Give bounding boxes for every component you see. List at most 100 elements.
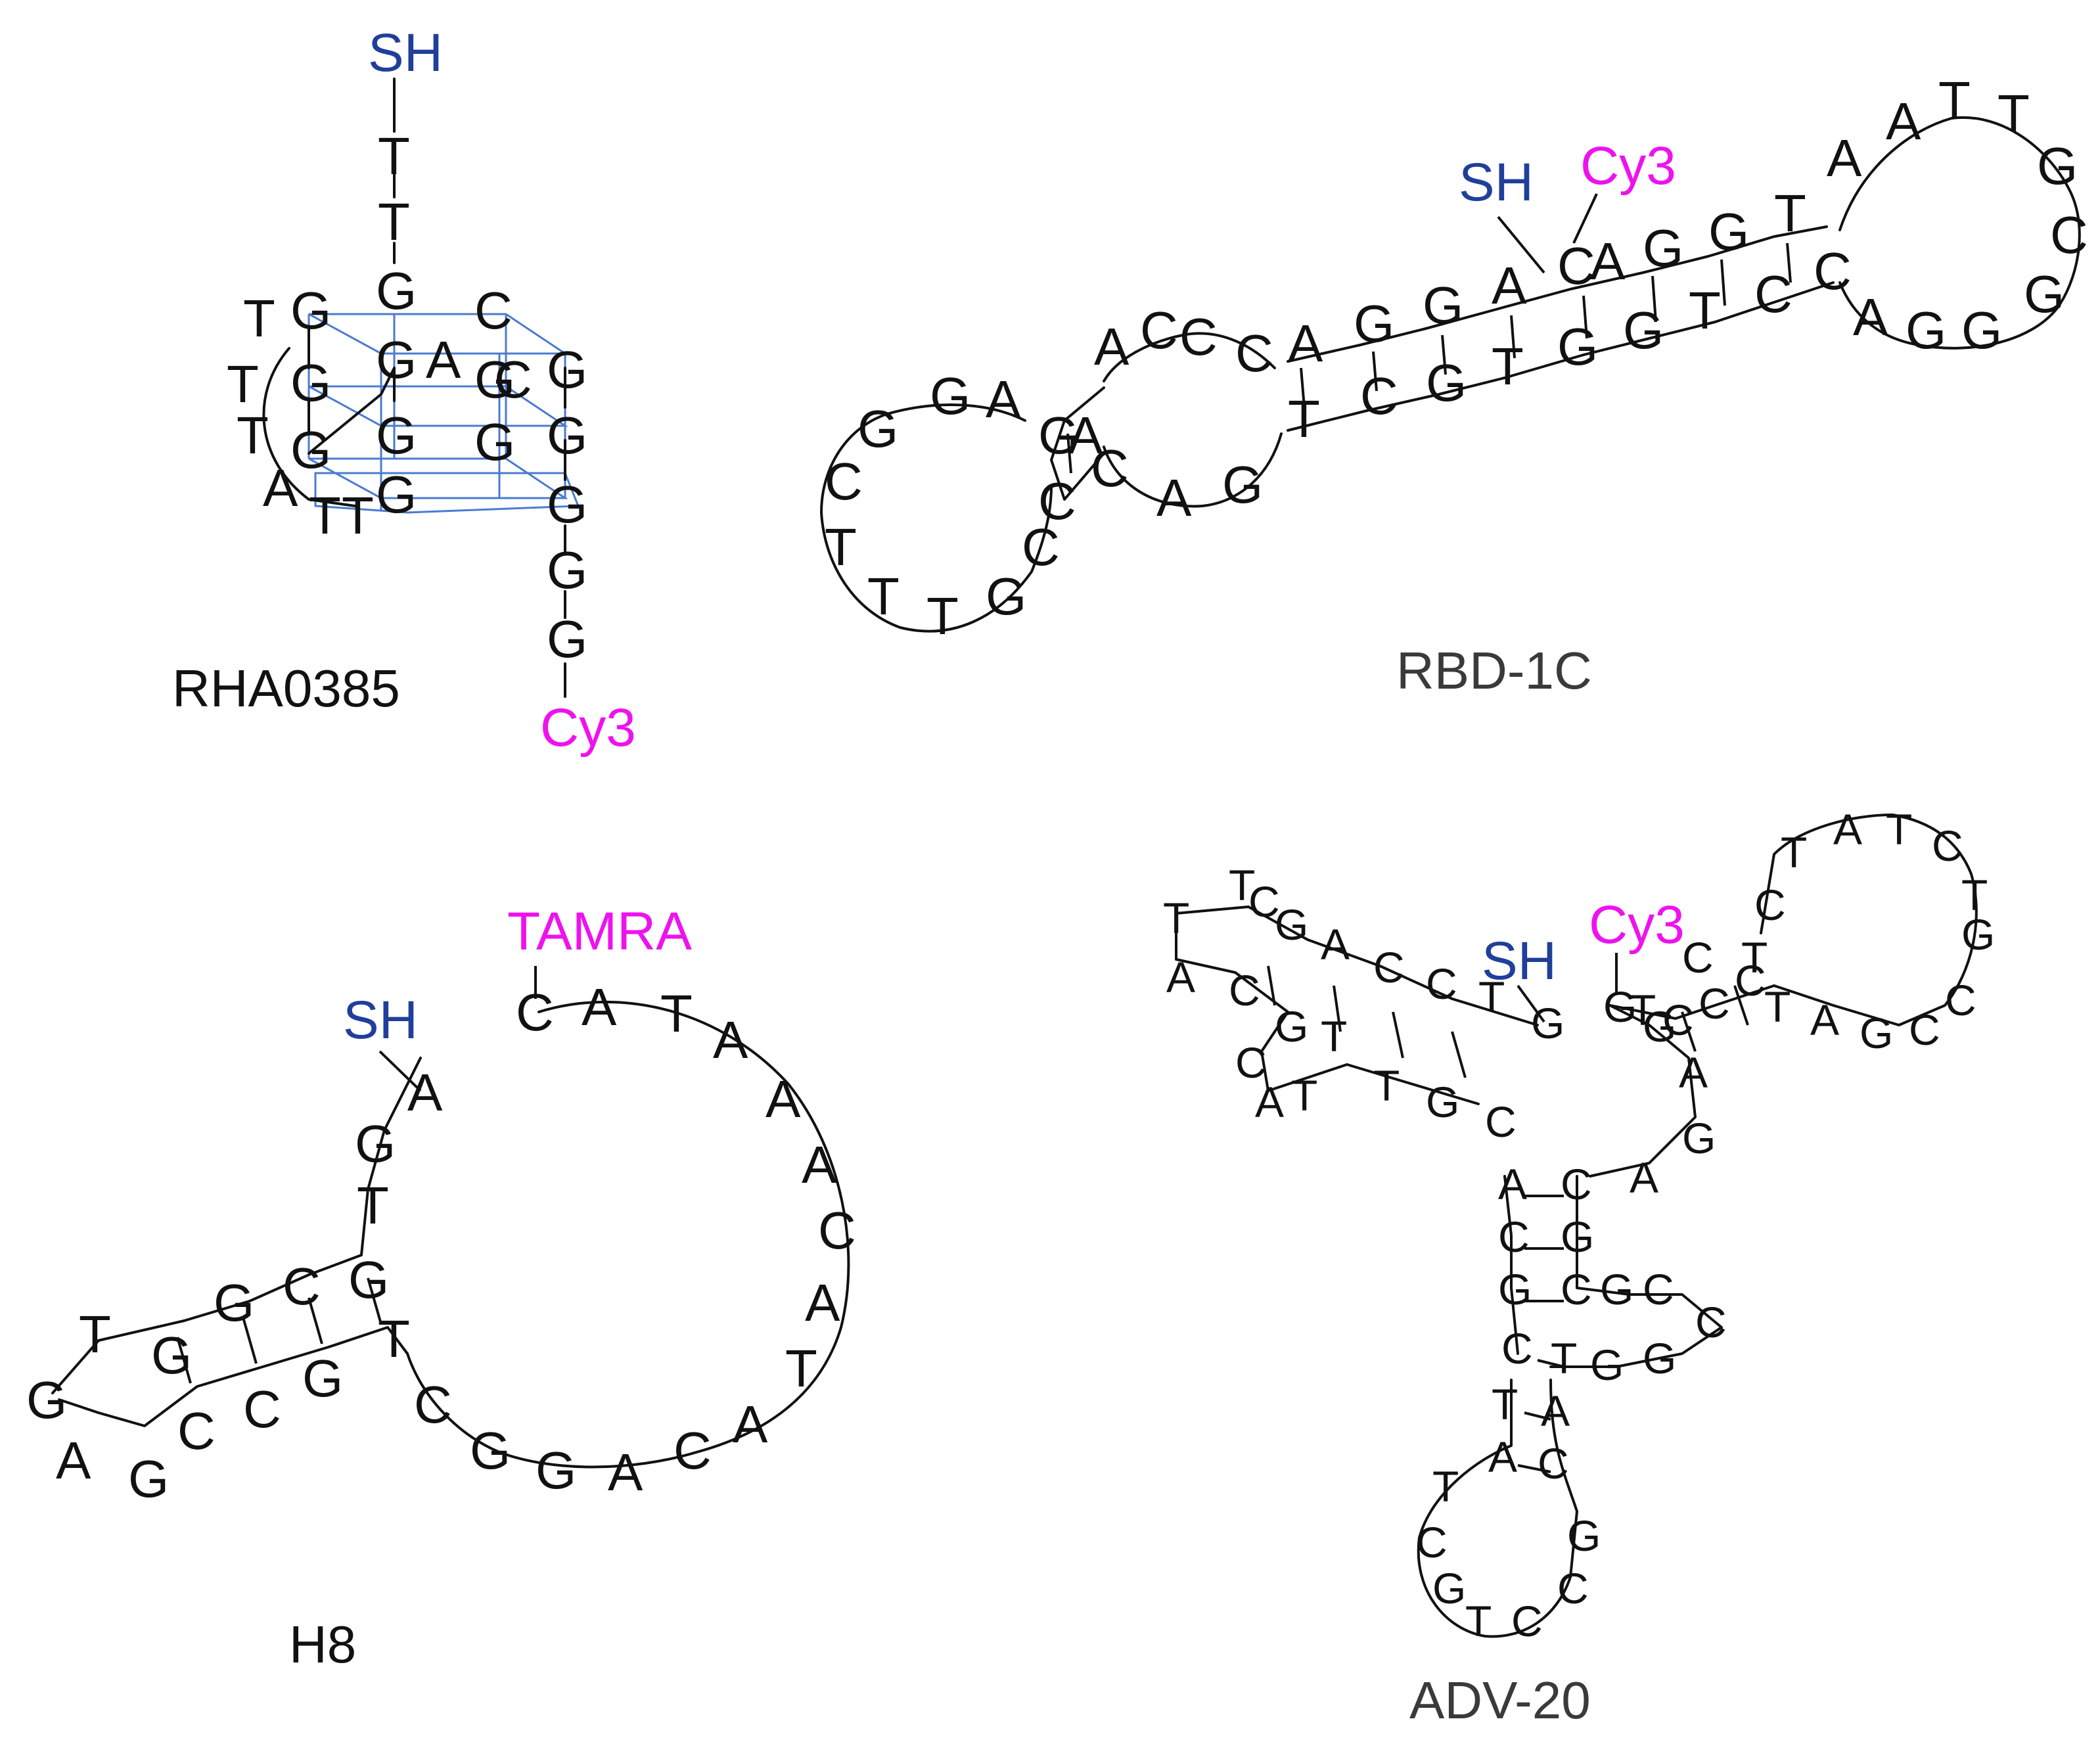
adv20-nucleotide: C <box>1909 1005 1940 1054</box>
adv20-nucleotide: C <box>1682 933 1714 982</box>
rbd1c-nucleotide: G <box>1557 317 1598 376</box>
adv20-nucleotide: G <box>1432 1564 1466 1613</box>
adv20-nucleotide: T <box>1764 982 1791 1031</box>
h8-nucleotide: C <box>818 1201 856 1260</box>
adv20-nucleotide: G <box>1682 1114 1716 1162</box>
h8-nucleotide: A <box>733 1395 768 1454</box>
rbd1c-nucleotide: C <box>1179 308 1218 366</box>
adv20-left-arm <box>1175 905 1539 1105</box>
rbd1c-nucleotide: C <box>1038 472 1076 530</box>
adv20-nucleotide: G <box>1643 1334 1676 1383</box>
rbd1c-nucleotide: T <box>1938 71 1971 129</box>
adv20-dye-label: Cy3 <box>1589 895 1685 955</box>
rbd1c-nucleotide: G <box>2024 265 2065 323</box>
adv20-nucleotide: T <box>1886 805 1912 854</box>
h8-nucleotide: G <box>470 1421 511 1480</box>
rbd1c-left-loop <box>820 403 1053 633</box>
rbd1c-terminal-loop <box>1838 116 2081 350</box>
rha0385-nucleotide: G <box>474 350 515 409</box>
rbd1c-nucleotide: T <box>825 518 857 576</box>
rbd1c-internal-loop <box>1103 332 1283 508</box>
adv20-nucleotide: A <box>1833 805 1862 854</box>
adv20-nucleotide: T <box>1291 1071 1317 1120</box>
rbd1c-nucleotide: G <box>1906 301 1946 359</box>
adv20-stem-pairs <box>1524 1195 1564 1368</box>
rbd1c-nucleotide: C <box>825 452 863 511</box>
h8-big-loop <box>406 1000 850 1469</box>
adv20-nucleotide: T <box>1781 828 1807 877</box>
adv20-nucleotide: T <box>1741 933 1768 982</box>
rha0385-structure: SH T T G C G G G A G C T T T A T T G G G… <box>172 23 636 758</box>
adv20-thiol-label: SH <box>1482 931 1557 991</box>
rha0385-nucleotide: G <box>376 406 417 465</box>
rha0385-nucleotide: T <box>378 127 410 185</box>
adv20-nucleotide: T <box>1478 973 1505 1021</box>
adv20-nucleotide: A <box>1166 953 1195 1001</box>
adv20-nucleotide: C <box>1235 1038 1267 1087</box>
h8-nucleotide: G <box>355 1114 396 1173</box>
adv20-nucleotide: T <box>1163 894 1189 942</box>
adv20-nucleotide: G <box>1561 1212 1594 1261</box>
adv20-nucleotide: C <box>1735 956 1766 1005</box>
adv20-central-stem <box>1503 1175 1723 1368</box>
adv20-nucleotide: C <box>1561 1160 1592 1208</box>
adv20-nucleotide: C <box>1373 943 1405 992</box>
adv20-nucleotide: A <box>1630 1153 1658 1202</box>
rha0385-nucleotide: T <box>243 289 275 348</box>
adv20-nucleotide: C <box>1561 1265 1592 1314</box>
adv20-bottom-loop <box>1417 1379 1578 1638</box>
adv20-nucleotide: G <box>1600 1265 1633 1314</box>
h8-nucleotide: C <box>243 1380 281 1438</box>
h8-nucleotide: A <box>608 1443 643 1501</box>
rha0385-nucleotide: T <box>227 355 259 413</box>
adv20-nucleotide: G <box>1567 1511 1601 1560</box>
rbd1c-nucleotide: A <box>1827 129 1862 187</box>
h8-nucleotide: A <box>802 1135 837 1194</box>
h8-nucleotide: G <box>302 1349 343 1408</box>
rbd1c-nucleotide: A <box>1853 288 1888 346</box>
rbd1c-nucleotide: T <box>1997 84 2030 143</box>
rbd1c-nucleotide: T <box>1689 281 1721 340</box>
h8-nucleotide: G <box>536 1441 576 1500</box>
adv20-nucleotide: G <box>1426 1078 1459 1126</box>
adv20-nucleotide: C <box>1538 1439 1569 1488</box>
rbd1c-nucleotide: G <box>857 400 898 458</box>
rbd1c-nucleotide: C <box>2050 206 2088 264</box>
h8-structure: SH TAMRA A G T G C G G T G A G C C G T C… <box>26 902 856 1674</box>
adv20-nucleotide: A <box>1679 1048 1708 1097</box>
h8-dye-label: TAMRA <box>507 902 692 961</box>
h8-nucleotide: C <box>516 983 554 1042</box>
adv20-nucleotide: T <box>1492 1380 1518 1429</box>
adv20-nucleotide: A <box>1255 1078 1284 1126</box>
adv20-nucleotide: C <box>1695 1298 1727 1346</box>
rbd1c-nucleotide: C <box>1360 367 1398 425</box>
h8-nucleotide: A <box>582 978 617 1036</box>
rha0385-nucleotide: G <box>547 541 587 599</box>
rbd1c-nucleotide: A <box>1068 406 1103 465</box>
adv20-nucleotide: C <box>1229 966 1260 1015</box>
adv20-nucleotide: T <box>1630 986 1656 1034</box>
h8-nucleotide: T <box>378 1310 410 1368</box>
adv20-nucleotide: C <box>1643 1265 1674 1314</box>
rbd1c-nucleotide: A <box>1886 92 1921 150</box>
rha0385-nucleotide: T <box>378 193 410 251</box>
adv20-nucleotide: A <box>1810 996 1839 1044</box>
rha0385-nucleotide: G <box>474 413 515 471</box>
adv20-nucleotide: G <box>1961 910 1995 959</box>
rbd1c-structure: C A G G A C A G G T A A T T G C G G G A … <box>820 71 2088 700</box>
adv20-nucleotide: T <box>1373 1061 1400 1110</box>
adv20-nucleotide: G <box>1860 1009 1893 1057</box>
rha0385-nucleotide: G <box>290 281 331 340</box>
h8-nucleotide: A <box>407 1063 443 1122</box>
h8-stem-lower <box>58 1326 409 1427</box>
rbd1c-nucleotide: G <box>1426 354 1467 412</box>
rha0385-nucleotide: T <box>342 486 374 545</box>
h8-nucleotide: T <box>660 984 693 1043</box>
rbd1c-dye-label: Cy3 <box>1580 136 1676 196</box>
adv20-nucleotide: T <box>1465 1597 1492 1645</box>
rbd1c-nucleotide: T <box>1774 184 1806 242</box>
adv20-nucleotide: C <box>1498 1212 1530 1261</box>
adv20-nucleotide: A <box>1498 1160 1527 1208</box>
adv20-nucleotide: T <box>1321 1012 1347 1061</box>
rbd1c-nucleotide: T <box>867 567 900 626</box>
